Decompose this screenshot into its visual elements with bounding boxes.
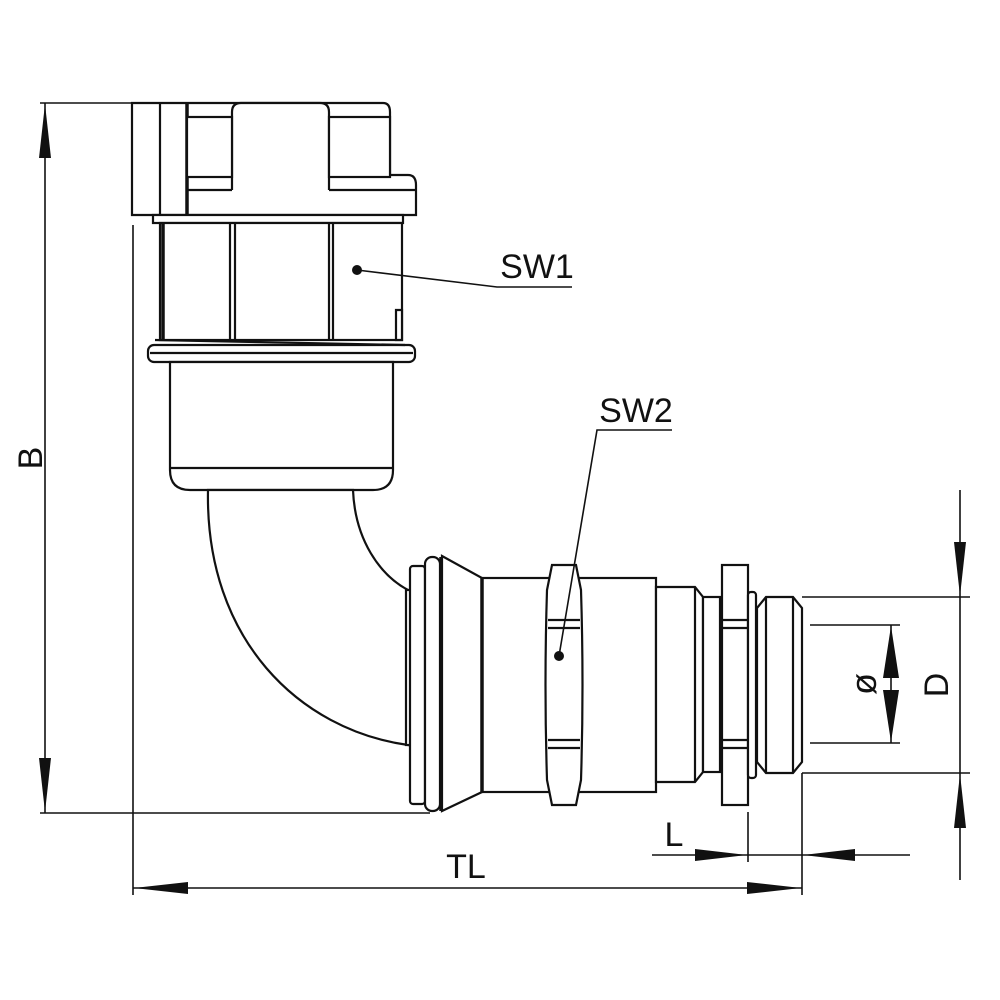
sw1-callout: SW1 xyxy=(352,248,574,288)
label-d: D xyxy=(918,673,956,698)
label-sw2: SW2 xyxy=(599,392,673,430)
label-l: L xyxy=(665,816,684,854)
dimension-b: B xyxy=(12,102,430,814)
dimension-tl: TL xyxy=(132,225,803,895)
outlet-assembly xyxy=(404,554,804,813)
label-inner-diameter: ø xyxy=(843,673,884,695)
dimension-l: L xyxy=(652,812,910,862)
label-b: B xyxy=(12,447,50,470)
dimension-inner-diameter: ø xyxy=(810,624,900,744)
elbow-bend xyxy=(206,488,410,747)
top-cap xyxy=(130,101,418,217)
label-sw1: SW1 xyxy=(500,248,574,286)
label-tl: TL xyxy=(446,848,486,886)
hex-sw1 xyxy=(146,213,417,364)
dimension-d: D xyxy=(802,490,970,880)
upper-body xyxy=(168,360,395,492)
sw2-callout: SW2 xyxy=(554,392,673,661)
